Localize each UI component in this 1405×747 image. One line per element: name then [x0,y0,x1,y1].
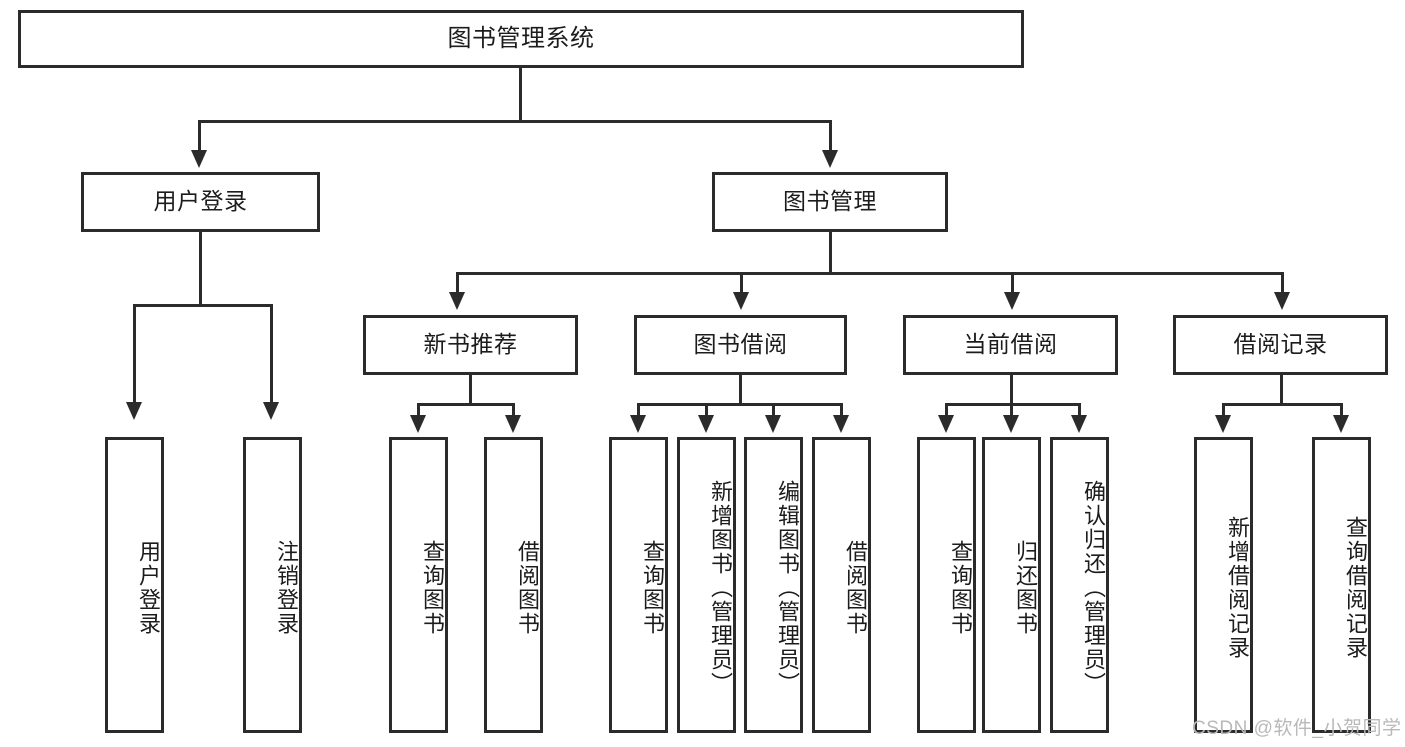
edge-record-stem [1280,375,1283,405]
edge-root-bus [198,120,832,123]
node-label: 用户登录 [153,188,248,215]
node-label: 新书推荐 [423,331,518,358]
arrow-borrow-leaf-4 [833,415,849,433]
edge-borrow-drop-2 [705,403,708,417]
edge-bookmgmt-drop-3 [1011,272,1014,294]
edge-userlogin-drop-1 [133,304,136,404]
edge-borrow-stem [739,375,742,405]
arrow-to-book-borrow [733,292,749,310]
node-label: 用户登录 [136,540,161,636]
node-label: 新增借阅记录 [1225,516,1250,660]
edge-recommend-drop-2 [512,403,515,417]
node-label: 图书借阅 [693,331,788,358]
edge-root-to-bookmgmt [829,120,832,152]
leaf-borrow-borrow-book[interactable]: 借阅图书 [812,437,871,733]
node-label: 编辑图书（管理员） [775,480,800,696]
edge-current-drop-1 [945,403,948,417]
leaf-logout[interactable]: 注销登录 [243,437,302,733]
leaf-record-add-record[interactable]: 新增借阅记录 [1194,437,1253,733]
leaf-borrow-add-book[interactable]: 新增图书（管理员） [677,437,736,733]
arrow-to-new-book-recommend [449,292,465,310]
node-label: 查询图书 [640,540,665,636]
edge-bookmgmt-drop-4 [1281,272,1284,294]
arrow-to-leaf-logout [263,402,279,420]
node-book-management[interactable]: 图书管理 [712,172,948,232]
edge-record-drop-2 [1340,403,1343,417]
watermark-text: CSDN @软件_小贺同学 [1192,718,1402,739]
arrow-to-leaf-user-login [126,402,142,420]
edge-root-to-login [198,120,201,152]
arrow-borrow-leaf-2 [698,415,714,433]
node-label: 查询借阅记录 [1343,516,1368,660]
node-label: 借阅图书 [843,540,868,636]
edge-borrow-drop-4 [840,403,843,417]
leaf-user-login[interactable]: 用户登录 [105,437,164,733]
node-book-borrow[interactable]: 图书借阅 [634,315,847,375]
edge-recommend-bus [417,403,515,406]
leaf-borrow-query-book[interactable]: 查询图书 [609,437,668,733]
edge-current-stem [1010,375,1013,405]
arrow-current-leaf-3 [1071,415,1087,433]
edge-recommend-stem [469,375,472,405]
leaf-current-return-book[interactable]: 归还图书 [982,437,1041,733]
node-label: 图书管理 [783,188,877,215]
node-label: 新增图书（管理员） [708,480,733,696]
arrow-current-leaf-1 [938,415,954,433]
edge-recommend-drop-1 [417,403,420,417]
edge-current-drop-2 [1010,403,1013,417]
leaf-current-query-book[interactable]: 查询图书 [917,437,976,733]
node-label: 图书管理系统 [447,24,595,52]
arrow-current-leaf-2 [1003,415,1019,433]
edge-record-drop-1 [1222,403,1225,417]
arrow-record-leaf-2 [1333,415,1349,433]
edge-bookmgmt-bus [456,272,1284,275]
node-label: 确认归还（管理员） [1081,480,1106,696]
edge-root-stem [519,68,522,122]
node-label: 借阅记录 [1233,331,1328,358]
arrow-to-borrow-record [1274,292,1290,310]
edge-borrow-bus [637,403,843,406]
arrow-recommend-leaf-2 [505,415,521,433]
arrow-to-book-management [822,150,838,168]
arrow-to-user-login [191,150,207,168]
edge-userlogin-drop-2 [270,304,273,404]
edge-bookmgmt-drop-2 [740,272,743,294]
node-current-borrow[interactable]: 当前借阅 [903,315,1118,375]
edge-userlogin-bus [133,304,272,307]
edge-record-bus [1222,403,1343,406]
node-label: 查询图书 [948,540,973,636]
leaf-recommend-query-book[interactable]: 查询图书 [389,437,448,733]
node-label: 注销登录 [274,540,299,636]
node-root-system[interactable]: 图书管理系统 [18,10,1024,68]
edge-current-drop-3 [1078,403,1081,417]
node-new-book-recommend[interactable]: 新书推荐 [363,315,578,375]
node-borrow-record[interactable]: 借阅记录 [1173,315,1388,375]
leaf-borrow-edit-book[interactable]: 编辑图书（管理员） [744,437,803,733]
node-label: 借阅图书 [515,540,540,636]
arrow-to-current-borrow [1004,292,1020,310]
arrow-borrow-leaf-1 [630,415,646,433]
arrow-recommend-leaf-1 [410,415,426,433]
edge-borrow-drop-1 [637,403,640,417]
edge-current-bus [945,403,1081,406]
edge-bookmgmt-drop-1 [456,272,459,294]
leaf-record-query-record[interactable]: 查询借阅记录 [1312,437,1371,733]
leaf-current-confirm-return[interactable]: 确认归还（管理员） [1050,437,1109,733]
node-label: 归还图书 [1013,540,1038,636]
edge-bookmgmt-stem [829,232,832,274]
arrow-borrow-leaf-3 [765,415,781,433]
node-label: 查询图书 [420,540,445,636]
node-label: 当前借阅 [963,331,1058,358]
leaf-recommend-borrow-book[interactable]: 借阅图书 [484,437,543,733]
arrow-record-leaf-1 [1215,415,1231,433]
edge-userlogin-stem [199,232,202,306]
node-user-login[interactable]: 用户登录 [81,172,320,232]
edge-borrow-drop-3 [772,403,775,417]
